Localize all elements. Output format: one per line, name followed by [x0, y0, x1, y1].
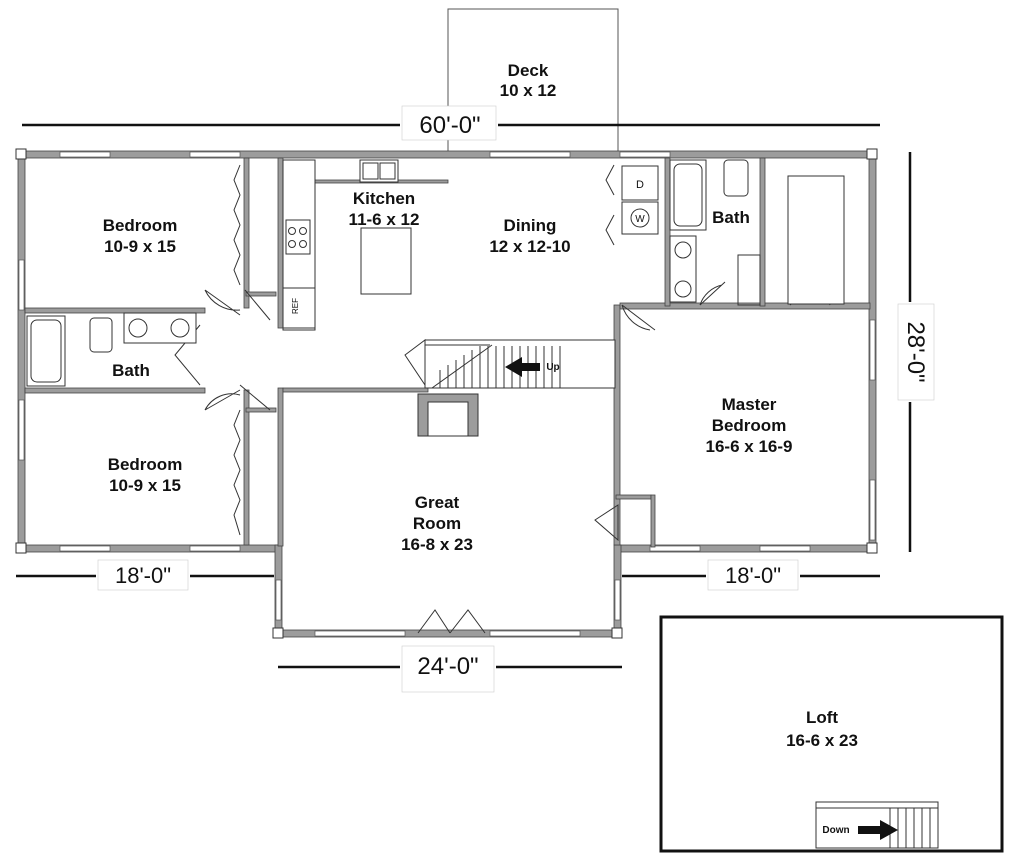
- kitchen-size: 11-6 x 12: [349, 210, 420, 229]
- washer-label: W: [635, 214, 645, 225]
- stairs-up-label: Up: [546, 362, 559, 373]
- great-room-size: 16-8 x 23: [401, 535, 473, 554]
- laundry: D W: [621, 165, 659, 235]
- right-wing-dimension: 18'-0": [725, 563, 781, 588]
- dining-size: 12 x 12-10: [489, 237, 570, 256]
- bath-right-label: Bath: [712, 208, 750, 227]
- fireplace: [417, 393, 479, 437]
- bedroom-bottom-size: 10-9 x 15: [109, 476, 181, 495]
- arrow-right-icon: [858, 820, 898, 840]
- bedroom-top-label: Bedroom: [103, 216, 178, 235]
- windows: [18, 151, 876, 637]
- dimension-overall-depth: 28'-0": [897, 152, 935, 552]
- loft-label: Loft: [806, 708, 838, 727]
- dimension-right-wing: 18'-0": [622, 559, 880, 591]
- dimension-left-wing: 18'-0": [16, 559, 274, 591]
- deck-label: Deck: [508, 61, 549, 80]
- stairs: Up: [424, 339, 616, 389]
- bedroom-top-size: 10-9 x 15: [104, 237, 176, 256]
- left-wing-dimension: 18'-0": [115, 563, 171, 588]
- dimension-overall-width: 60'-0": [22, 105, 880, 141]
- bath-right-fixtures: [669, 159, 845, 306]
- overall-depth-label: 28'-0": [902, 321, 929, 382]
- great-room-label-line2: Room: [413, 514, 461, 533]
- center-dimension: 24'-0": [417, 653, 478, 680]
- master-label-line1: Master: [722, 395, 777, 414]
- kitchen-label: Kitchen: [353, 189, 415, 208]
- dining-label: Dining: [504, 216, 557, 235]
- kitchen-fixtures: REF: [282, 159, 412, 331]
- room-labels: Kitchen 11-6 x 12 Dining 12 x 12-10 Bath…: [103, 189, 793, 554]
- great-room-label-line1: Great: [415, 493, 460, 512]
- bath-left-label: Bath: [112, 361, 150, 380]
- loft-size: 16-6 x 23: [786, 731, 858, 750]
- interior-walls: [24, 157, 871, 548]
- loft: Loft 16-6 x 23 Down: [659, 615, 1004, 853]
- dimension-center: 24'-0": [278, 645, 622, 693]
- closet-doors: [233, 164, 615, 536]
- master-label-line2: Bedroom: [712, 416, 787, 435]
- bath-left-fixtures: [26, 312, 197, 387]
- dryer-label: D: [636, 179, 644, 191]
- bedroom-bottom-label: Bedroom: [108, 455, 183, 474]
- arrow-left-icon: [505, 357, 540, 377]
- fridge-label: REF: [291, 298, 300, 314]
- master-size: 16-6 x 16-9: [706, 437, 793, 456]
- stairs-down-label: Down: [822, 825, 849, 836]
- overall-width-label: 60'-0": [419, 112, 480, 139]
- deck-size: 10 x 12: [500, 81, 557, 100]
